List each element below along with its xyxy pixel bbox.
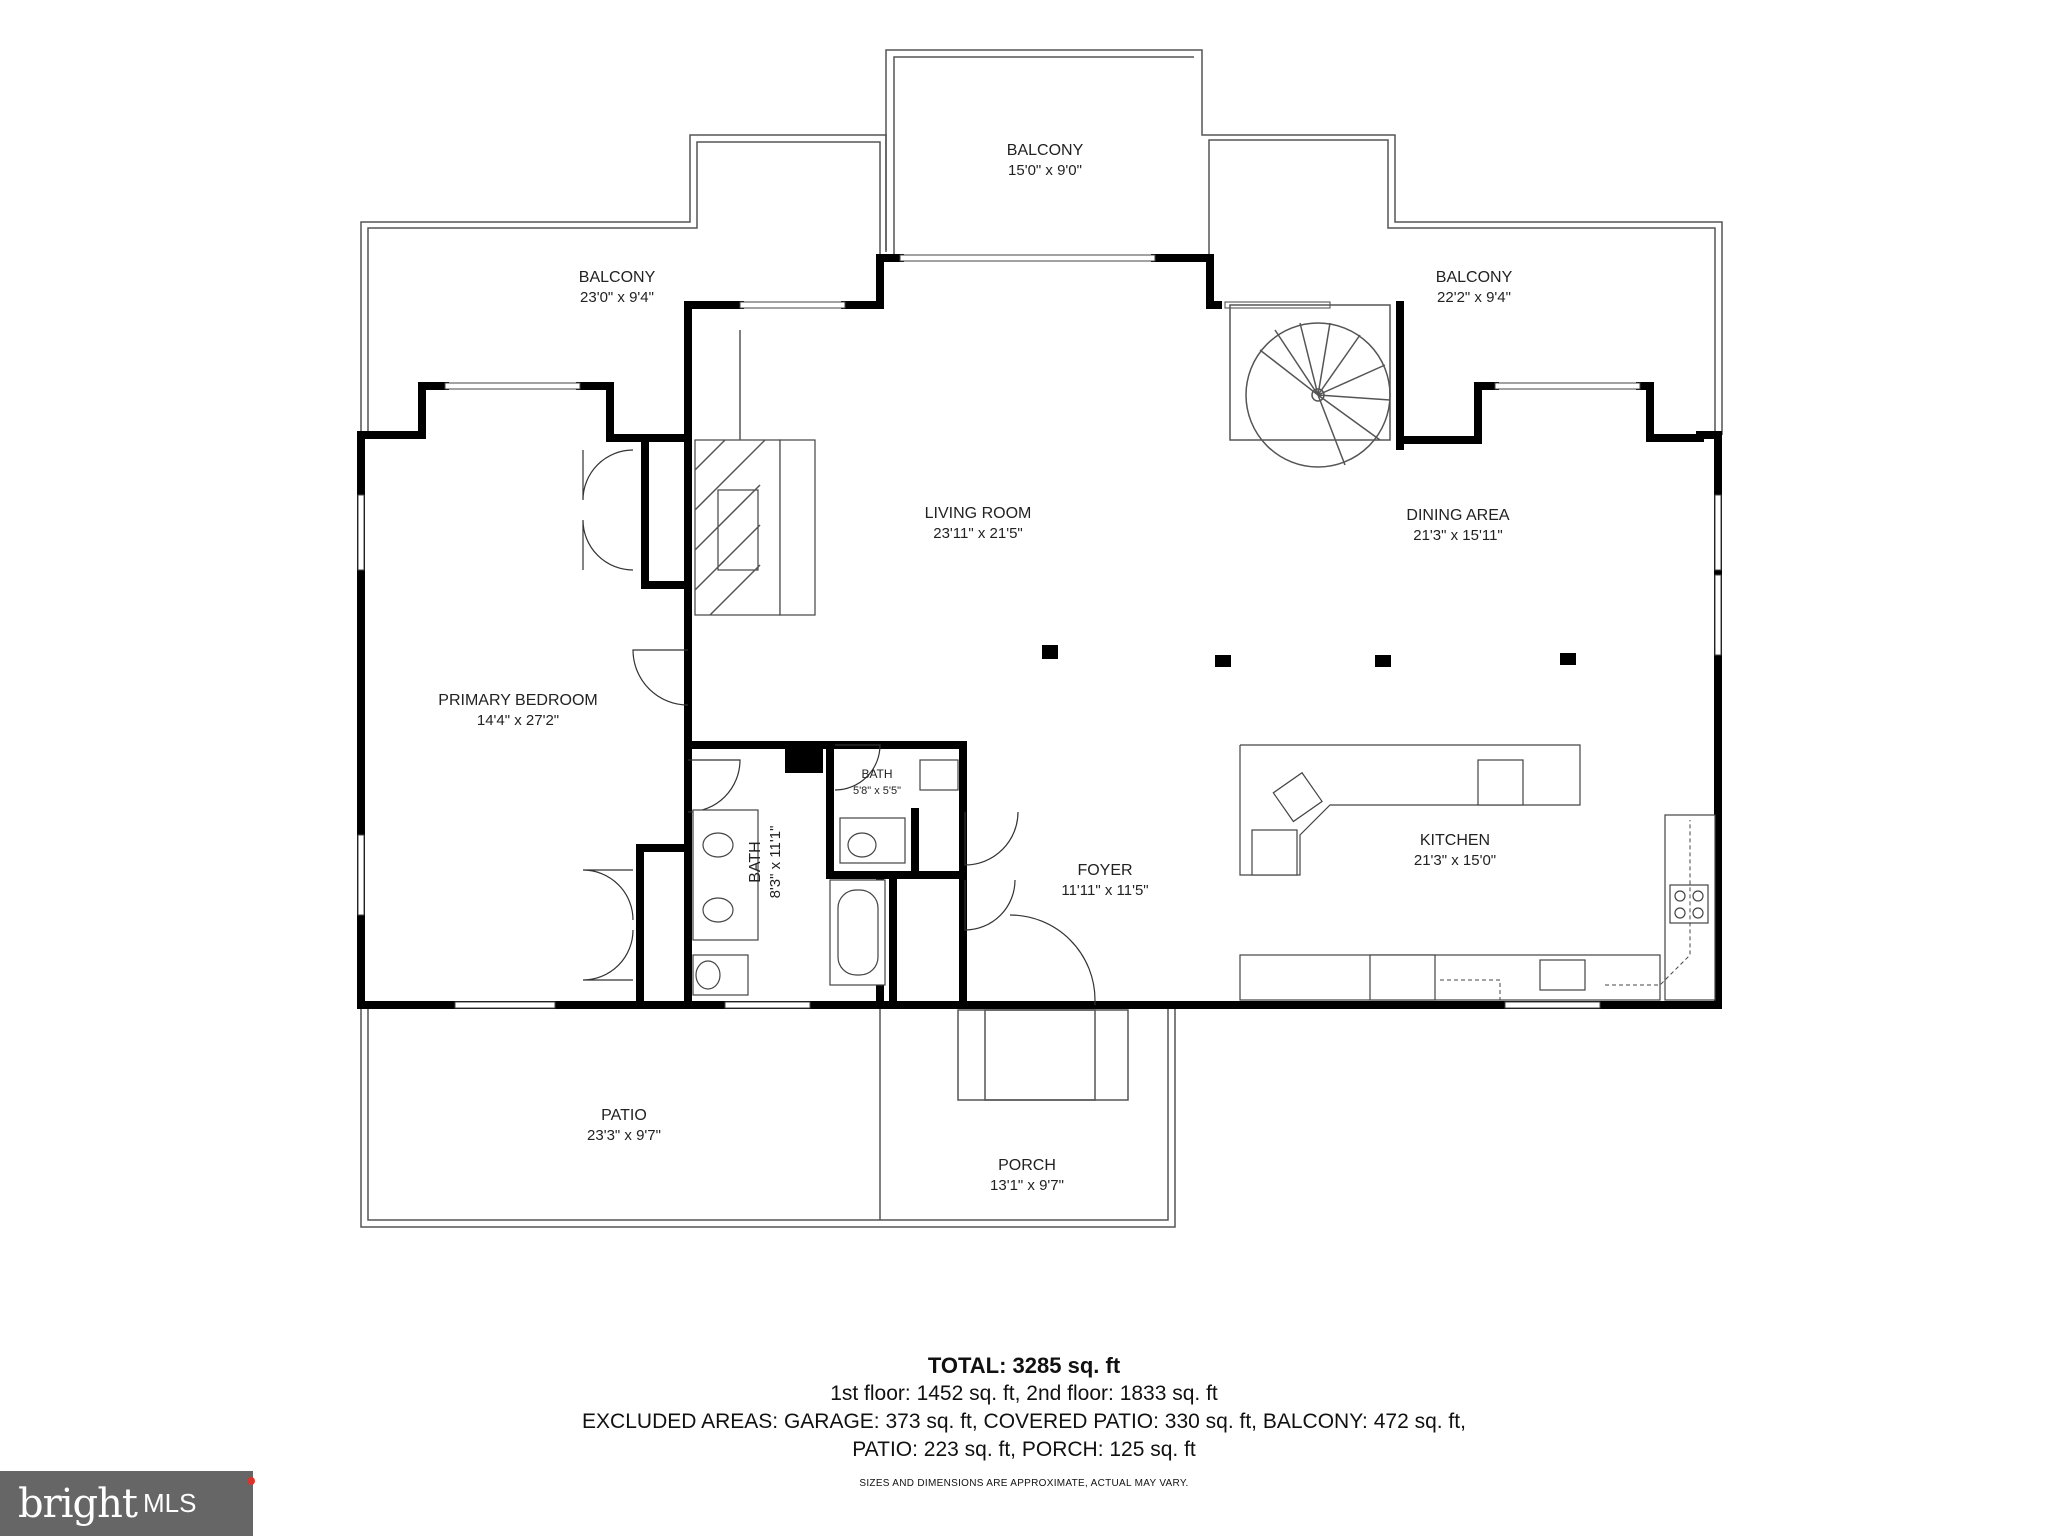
label-patio-dim: 23'3" x 9'7" [587, 1127, 661, 1144]
logo-suffix: MLS [142, 1488, 197, 1518]
area-summary: TOTAL: 3285 sq. ft 1st floor: 1452 sq. f… [0, 1352, 2048, 1489]
label-balcony-right-name: BALCONY [1436, 269, 1513, 286]
label-porch-name: PORCH [998, 1157, 1056, 1174]
label-bath-small-name: BATH [861, 767, 892, 781]
walls [357, 254, 1722, 1009]
label-balcony-right-dim: 22'2" x 9'4" [1437, 289, 1511, 306]
room-labels: BALCONY 15'0" x 9'0" BALCONY 23'0" x 9'4… [438, 142, 1512, 1194]
patio-porch-outline [360, 1005, 1176, 1228]
bath-fixtures [692, 759, 959, 996]
kitchen-fixtures [1239, 744, 1716, 1001]
label-dining-name: DINING AREA [1406, 507, 1509, 524]
label-primary-dim: 14'4" x 27'2" [477, 712, 559, 729]
logo-brand: bright [18, 1480, 138, 1527]
floor-areas: 1st floor: 1452 sq. ft, 2nd floor: 1833 … [830, 1382, 1218, 1405]
fireplace [694, 330, 816, 616]
windows [357, 254, 1722, 1009]
bright-mls-logo: bright MLS [0, 1471, 255, 1536]
excluded-areas: EXCLUDED AREAS: GARAGE: 373 sq. ft, COVE… [582, 1410, 1466, 1433]
balcony-outlines [360, 49, 1723, 435]
label-foyer-name: FOYER [1077, 862, 1132, 879]
label-kitchen-name: KITCHEN [1420, 832, 1490, 849]
label-balcony-left-name: BALCONY [579, 269, 656, 286]
label-porch-dim: 13'1" x 9'7" [990, 1177, 1064, 1194]
label-balcony-top-name: BALCONY [1007, 142, 1084, 159]
label-balcony-top-dim: 15'0" x 9'0" [1008, 162, 1082, 179]
logo-dot-icon [247, 1477, 255, 1485]
label-living-name: LIVING ROOM [925, 505, 1032, 522]
label-primary-name: PRIMARY BEDROOM [438, 692, 597, 709]
label-kitchen-dim: 21'3" x 15'0" [1414, 852, 1496, 869]
label-bath-small-dim: 5'8" x 5'5" [853, 785, 901, 797]
spiral-staircase [1229, 304, 1391, 468]
label-dining-dim: 21'3" x 15'11" [1413, 527, 1503, 544]
label-patio-name: PATIO [601, 1107, 647, 1124]
label-balcony-left-dim: 23'0" x 9'4" [580, 289, 654, 306]
label-bath-main-dim: 8'3" x 11'1" [767, 826, 784, 899]
disclaimer: SIZES AND DIMENSIONS ARE APPROXIMATE, AC… [859, 1478, 1189, 1489]
total-area: TOTAL: 3285 sq. ft [927, 1353, 1121, 1378]
excluded-areas-cont: PATIO: 223 sq. ft, PORCH: 125 sq. ft [852, 1438, 1196, 1461]
label-foyer-dim: 11'11" x 11'5" [1061, 882, 1148, 899]
label-living-dim: 23'11" x 21'5" [933, 525, 1023, 542]
label-bath-main-name: BATH [747, 841, 764, 882]
